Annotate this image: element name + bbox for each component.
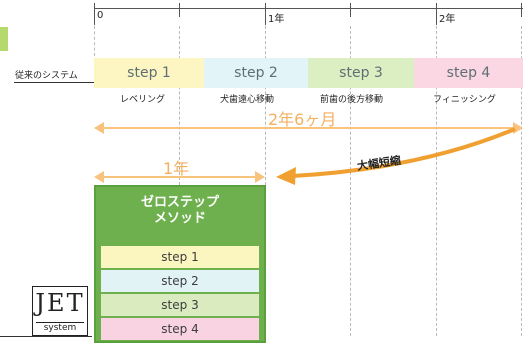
jet-step-3-label: step 3 [161,298,199,312]
grid-line [436,26,437,336]
timeline-label-2y: 2年 [439,14,456,25]
short-arrow-line [102,176,257,178]
short-arrow-head-left [94,171,104,183]
jet-system-logo: JET system [32,286,88,336]
long-arrow-head-left [94,122,104,134]
timeline-label-0: 0 [97,10,104,21]
timeline-tick [521,3,522,17]
jet-step-3: step 3 [101,294,259,316]
bottom-rule [0,336,92,337]
timeline-tick [436,3,437,25]
grid-line [265,26,266,336]
jet-title-line-1: ゼロステップ [140,195,219,210]
long-arrow-head-right [513,122,523,134]
conventional-step-3-label: step 3 [339,65,383,81]
left-accent-bar [0,27,8,51]
conventional-step-3-sub: 前歯の後方移動 [320,95,384,105]
jet-step-4-label: step 4 [161,322,199,336]
conventional-step-2-sub: 犬歯遠心移動 [220,95,275,105]
conventional-step-4-label: step 4 [446,65,491,81]
jet-step-4: step 4 [101,318,259,340]
grid-line [350,26,351,336]
timeline-axis [94,8,523,9]
jet-method-title: ゼロステップ メソッド [96,195,264,227]
conventional-step-1-label: step 1 [127,65,171,81]
conventional-step-2-label: step 2 [234,65,278,81]
conventional-step-1-sub: レベリング [120,95,166,105]
jet-logo-text: JET [35,289,85,317]
jet-logo-subtext: system [36,322,84,333]
timeline-tick [179,3,180,17]
jet-title-line-2: メソッド [153,211,206,226]
grid-line [179,26,180,336]
duration-short-label: 1年 [163,159,190,178]
jet-step-1: step 1 [101,246,259,268]
timeline-tick [265,3,266,25]
conventional-label-underline [14,82,94,83]
conventional-step-4: step 4 [414,58,523,88]
conventional-step-3: step 3 [308,58,414,88]
jet-step-2: step 2 [101,270,259,292]
duration-long-label: 2年6ヶ月 [268,110,337,129]
jet-method-box: ゼロステップ メソッド step 1 step 2 step 3 step 4 [94,185,266,343]
timeline-tick [350,3,351,17]
timeline-tick [94,3,95,25]
grid-line [94,26,95,56]
jet-step-1-label: step 1 [161,250,199,264]
reduction-arrow [276,127,516,185]
conventional-step-2: step 2 [204,58,308,88]
conventional-system-label: 従来のシステム [15,71,78,81]
short-arrow-head-right [255,171,265,183]
long-arrow-line [102,127,515,129]
grid-line [521,26,522,336]
conventional-step-1: step 1 [94,58,204,88]
conventional-step-4-sub: フィニッシング [433,95,496,105]
jet-step-2-label: step 2 [161,274,199,288]
timeline-label-1y: 1年 [268,14,285,25]
